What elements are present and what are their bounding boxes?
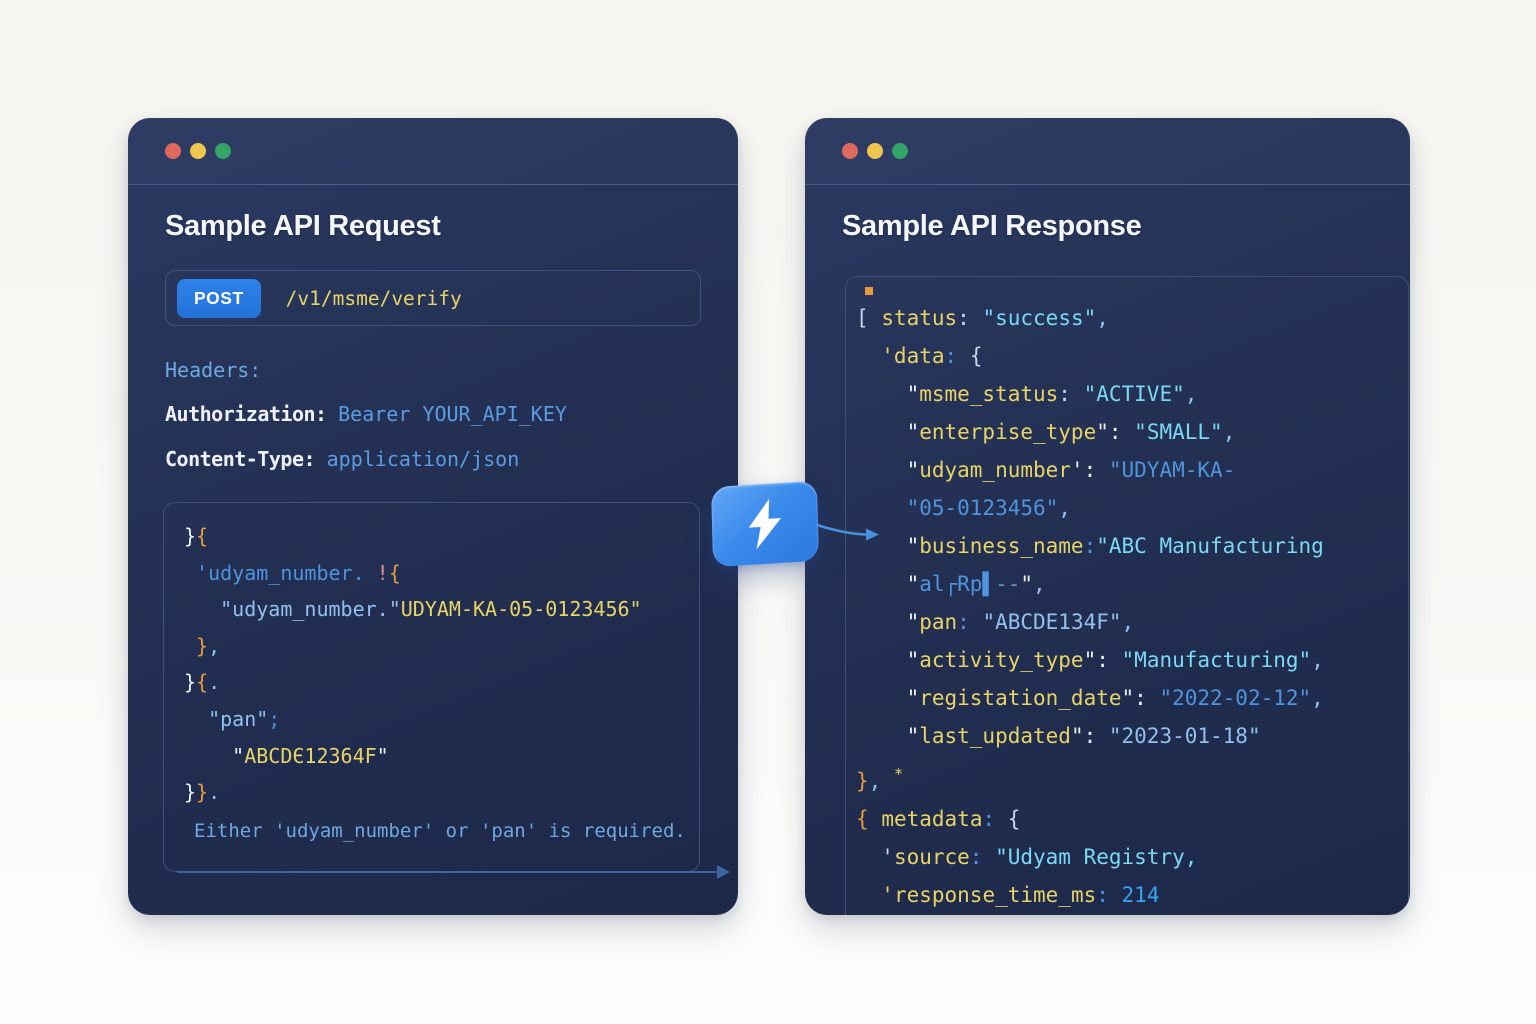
code-line: "enterpise_type": "SMALL",	[856, 420, 1236, 444]
code-line: 'source: "Udyam Registry,	[856, 845, 1198, 869]
code-line: 'response_time_ms: 214	[856, 883, 1160, 907]
code-line: "last_updated": "2023-01-18"	[856, 724, 1261, 748]
code-line: }, *	[856, 765, 904, 793]
headers-label: Headers:	[165, 358, 262, 382]
code-line: "registation_date": "2022-02-12",	[856, 686, 1324, 710]
content-type-header-line: Content-Type: application/json	[165, 447, 702, 472]
response-window-titlebar	[805, 118, 1410, 185]
authorization-header-line: Authorization: Bearer YOUR_API_KEY	[165, 402, 702, 427]
lightning-bolt-icon	[748, 498, 782, 550]
code-line: 'data: {	[856, 344, 983, 368]
endpoint-row: POST /v1/msme/verify	[165, 270, 701, 326]
endpoint-path: /v1/msme/verify	[285, 286, 462, 310]
content-type-header-value: application/json	[326, 447, 520, 471]
code-line: "business_name:"ABC Manufacturing	[856, 534, 1324, 558]
traffic-light-minimize-icon[interactable]	[190, 143, 206, 159]
response-window: Sample API Response [ status: "success",…	[805, 118, 1410, 915]
request-window: Sample API Request POST /v1/msme/verify …	[128, 118, 738, 915]
code-line: }}.	[184, 780, 221, 805]
code-line: "msme_status: "ACTIVE",	[856, 382, 1198, 406]
code-line: 'udyam_number. !{	[184, 560, 401, 585]
code-line: },	[184, 633, 221, 658]
post-method-badge[interactable]: POST	[177, 278, 261, 318]
code-line: "ABCDЄ12364F"	[184, 743, 389, 768]
traffic-light-minimize-icon[interactable]	[867, 143, 883, 159]
traffic-light-zoom-icon[interactable]	[215, 143, 231, 159]
authorization-header-value: Bearer YOUR_API_KEY	[338, 402, 567, 426]
request-window-titlebar	[128, 118, 738, 185]
request-code-lines: }{ 'udyam_number. !{ "udyam_number."UDYA…	[184, 518, 699, 811]
traffic-light-zoom-icon[interactable]	[892, 143, 908, 159]
traffic-light-close-icon[interactable]	[842, 143, 858, 159]
requirement-note: Either 'udyam_number' or 'pan' is requir…	[194, 819, 686, 842]
response-window-body: Sample API Response	[805, 210, 1410, 243]
code-line: }{.	[184, 670, 221, 695]
response-code-lines: [ status: "success", 'data: { "msme_stat…	[856, 287, 1408, 914]
code-line: "05-0123456",	[856, 496, 1071, 520]
code-line: "udyam_number': "UDYAM-KA-	[856, 458, 1236, 482]
bottom-flow-arrow-icon	[177, 863, 730, 881]
request-body-code-block: }{ 'udyam_number. !{ "udyam_number."UDYA…	[163, 502, 730, 881]
authorization-header-name: Authorization:	[165, 402, 327, 426]
code-line: "pan";	[184, 706, 281, 731]
code-line: "pan: "ABCDE134F",	[856, 610, 1135, 634]
code-line: }{	[184, 524, 209, 548]
orange-square-artifact	[865, 287, 873, 295]
lightning-bolt-badge	[711, 480, 819, 568]
code-line: { metadata: {	[856, 807, 1021, 831]
response-title: Sample API Response	[842, 210, 1142, 242]
request-title: Sample API Request	[165, 210, 441, 242]
content-type-header-name: Content-Type:	[165, 447, 316, 471]
response-code-block: [ status: "success", 'data: { "msme_stat…	[845, 276, 1409, 915]
request-window-body: Sample API Request POST /v1/msme/verify …	[128, 210, 738, 881]
connector-arrow-icon	[816, 523, 879, 541]
code-line: "activity_type": "Manufacturing",	[856, 648, 1324, 672]
traffic-light-close-icon[interactable]	[165, 143, 181, 159]
code-line: "udyam_number."UDYAM-KA-05-0123456"	[184, 597, 642, 622]
code-line: "al┌Rp▌--",	[856, 572, 1046, 596]
code-line: [ status: "success",	[856, 306, 1109, 330]
